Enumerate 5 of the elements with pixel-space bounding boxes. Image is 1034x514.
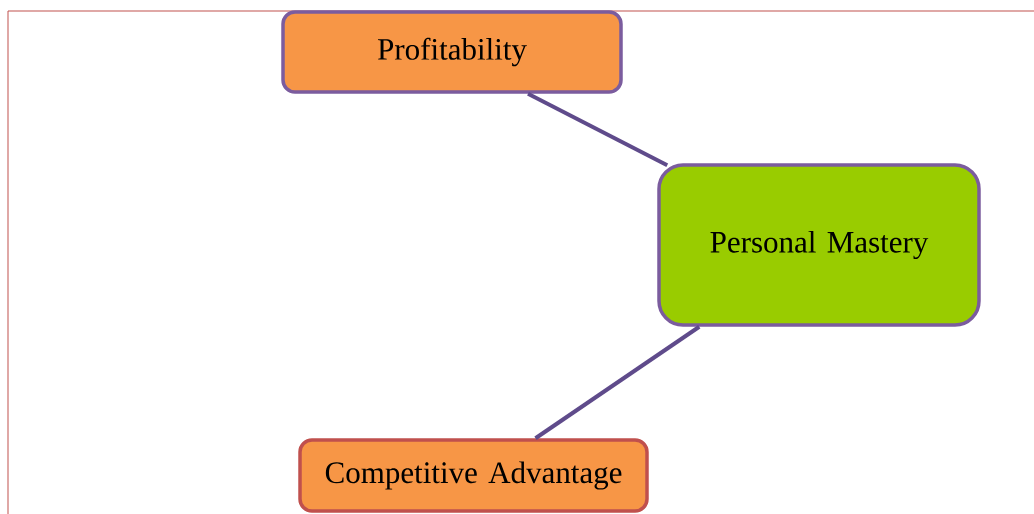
process-box: Profitability [281, 10, 623, 94]
process-box: Competitive Advantage [298, 438, 649, 513]
connector-line [527, 91, 669, 168]
connector-line [534, 325, 701, 440]
process-box: Personal Mastery [657, 163, 981, 327]
